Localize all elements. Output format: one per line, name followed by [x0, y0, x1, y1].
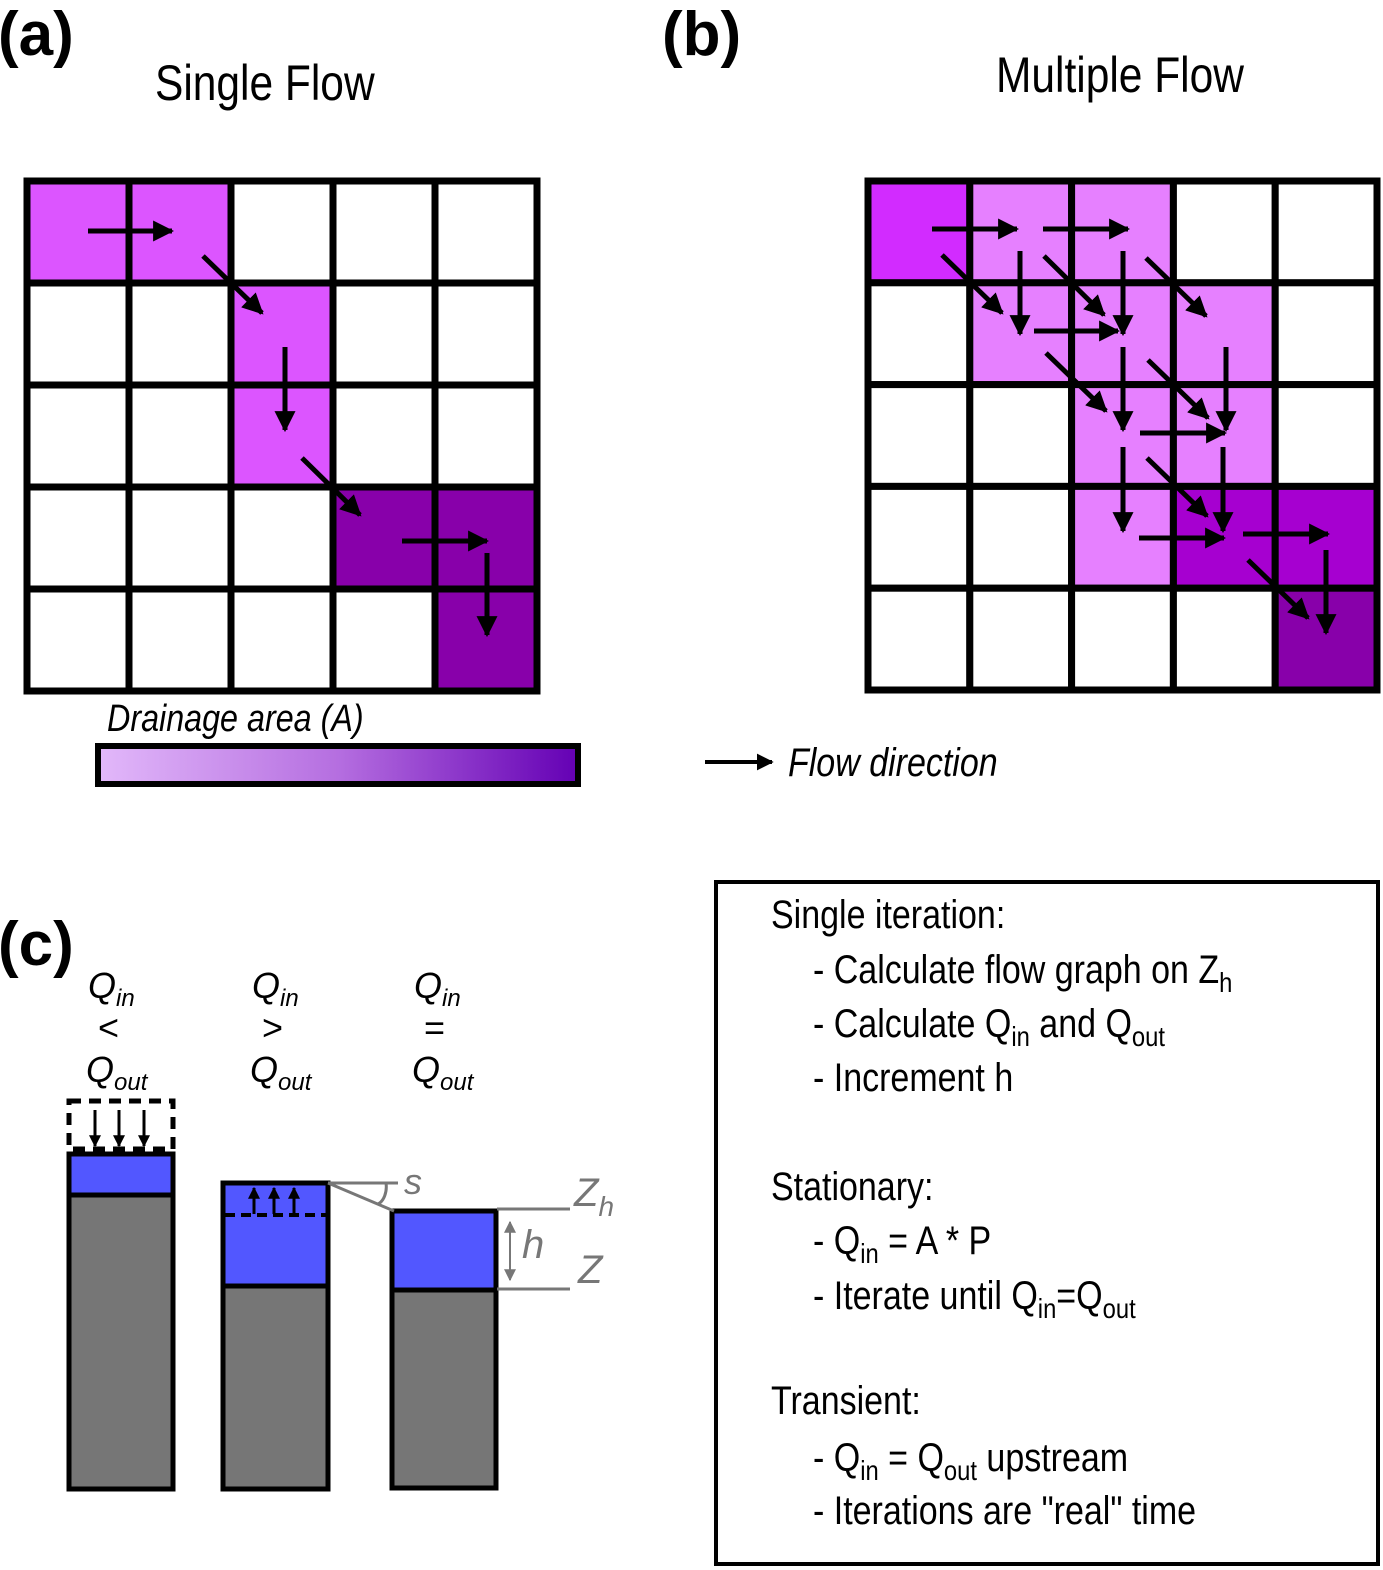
single-iteration-heading: Single iteration:	[771, 891, 1005, 936]
svg-text:Qout: Qout	[250, 1049, 313, 1096]
grid-cell	[227, 177, 337, 287]
single-flow-arrows	[88, 220, 498, 638]
stationary-item: - Qin = A * P	[813, 1217, 991, 1269]
colorbar-label: Drainage area (A)	[107, 698, 364, 740]
grid-cell	[23, 483, 133, 593]
grid-cell	[1271, 279, 1381, 389]
column-excess	[220, 1180, 331, 1492]
grid-cell	[864, 482, 974, 592]
single-iteration-item: - Increment h	[813, 1054, 1013, 1099]
svg-text:Qout: Qout	[86, 1049, 149, 1096]
grid-cell	[23, 585, 133, 695]
grid-cell	[23, 381, 133, 491]
flow-arrow	[1246, 558, 1310, 620]
drainage-area-colorbar	[95, 743, 581, 787]
grid-cell	[966, 482, 1076, 592]
grid-cell	[329, 279, 439, 389]
slope-label: s	[404, 1161, 422, 1202]
grid-cell	[431, 279, 541, 389]
multiple-flow-grid	[864, 177, 1381, 694]
grid-cell	[329, 585, 439, 695]
grid-cell	[1271, 381, 1381, 490]
flow-arrow	[300, 456, 362, 517]
panel-a-title: Single Flow	[155, 55, 375, 111]
grid-cell	[1169, 177, 1279, 287]
algorithm-description-box	[714, 880, 1380, 1566]
column-deficit	[66, 1098, 176, 1492]
slope-annotation: s	[327, 1161, 422, 1213]
panel-c-tag: (c)	[0, 910, 74, 979]
svg-text:>: >	[262, 1007, 283, 1048]
z-label: Z	[577, 1248, 604, 1292]
panel-a-tag: (a)	[0, 0, 74, 69]
grid-cell	[329, 177, 439, 287]
grid-cell	[125, 279, 235, 389]
grid-cell	[125, 381, 235, 491]
multiple-flow-arrows	[932, 218, 1337, 636]
condition-3: Qin = Qout	[412, 965, 475, 1096]
grid-cell	[125, 483, 235, 593]
flow-arrow	[201, 254, 264, 315]
height-annotation: Zh h Z	[497, 1171, 614, 1292]
flow-direction-legend-label: Flow direction	[788, 739, 998, 784]
flow-arrow	[1146, 358, 1210, 420]
panel-b-tag: (b)	[662, 0, 741, 69]
svg-text:<: <	[98, 1007, 119, 1048]
zh-label: Zh	[573, 1171, 614, 1222]
algorithm-description: Single iteration: - Calculate flow graph …	[771, 891, 1232, 1532]
grid-cell	[966, 584, 1076, 694]
grid-cell	[227, 585, 337, 695]
h-label: h	[522, 1223, 544, 1267]
stationary-heading: Stationary:	[771, 1163, 933, 1208]
grid-cell	[125, 585, 235, 695]
grid-cell	[864, 279, 974, 389]
grid-cell	[329, 381, 439, 491]
transient-item: - Qin = Qout upstream	[813, 1434, 1128, 1486]
single-iteration-item: - Calculate flow graph on Zh	[813, 946, 1232, 998]
grid-cell	[864, 381, 974, 490]
transient-item: - Iterations are "real" time	[813, 1487, 1196, 1532]
grid-cell	[431, 177, 541, 287]
stationary-item: - Iterate until Qin=Qout	[813, 1272, 1136, 1324]
flow-arrow	[1145, 456, 1209, 518]
grid-cell	[966, 381, 1076, 490]
grid-cell	[1169, 584, 1279, 694]
condition-labels: Qin < Qout Qin > Qout Qin = Qout	[86, 965, 475, 1096]
svg-text:Qin: Qin	[88, 965, 135, 1012]
condition-1: Qin < Qout	[86, 965, 149, 1096]
grid-cell	[227, 483, 337, 593]
flow-arrow	[1144, 256, 1208, 318]
svg-text:Qout: Qout	[412, 1049, 475, 1096]
transient-heading: Transient:	[771, 1377, 921, 1422]
grid-cell	[864, 584, 974, 694]
single-iteration-item: - Calculate Qin and Qout	[813, 1000, 1166, 1052]
svg-text:=: =	[424, 1007, 445, 1048]
grid-cell	[1271, 177, 1381, 287]
grid-cell	[431, 381, 541, 491]
grid-cell	[1068, 584, 1177, 694]
column-equilibrium	[389, 1208, 499, 1491]
flow-arrow	[940, 253, 1004, 315]
svg-text:Qin: Qin	[252, 965, 299, 1012]
single-flow-grid	[23, 177, 541, 695]
grid-cell	[23, 279, 133, 389]
condition-2: Qin > Qout	[250, 965, 313, 1096]
panel-b-title: Multiple Flow	[996, 47, 1244, 103]
flow-arrow	[1042, 254, 1106, 317]
flow-arrow	[1044, 351, 1108, 413]
svg-text:Qin: Qin	[414, 965, 461, 1012]
